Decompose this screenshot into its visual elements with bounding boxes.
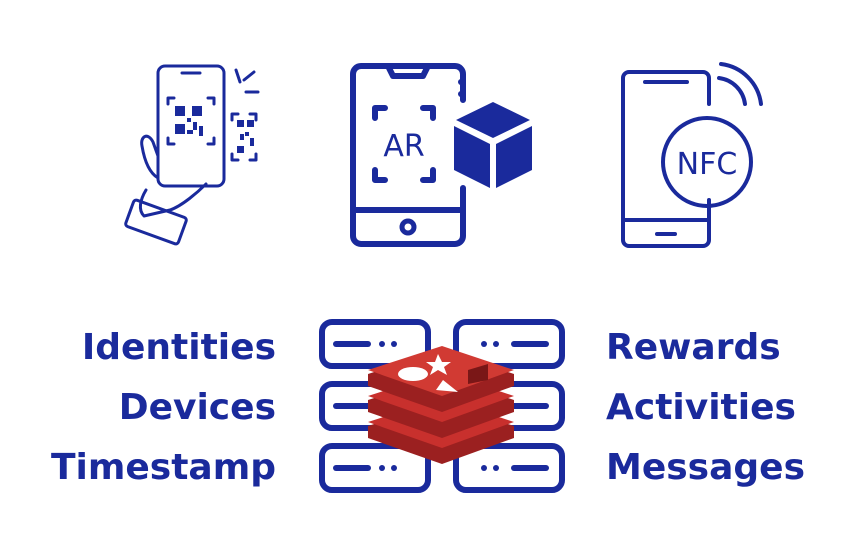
redis-logo-icon <box>368 346 514 464</box>
hand-scanning-qr-code-icon <box>124 64 260 246</box>
nfc-label: NFC <box>677 147 738 182</box>
right-labels: Rewards Activities Messages <box>606 330 851 510</box>
label-activities: Activities <box>606 387 796 428</box>
label-identities: Identities <box>81 327 276 368</box>
label-rewards: Rewards <box>606 327 781 368</box>
label-timestamp: Timestamp <box>50 447 276 488</box>
server-stack-redis-icon <box>319 319 565 493</box>
ar-label: AR <box>383 129 424 164</box>
label-devices: Devices <box>118 387 276 428</box>
phone-nfc-icon: NFC <box>621 62 763 248</box>
phone-ar-cube-icon: AR <box>350 63 532 247</box>
left-labels: Identities Devices Timestamp <box>0 330 276 510</box>
label-messages: Messages <box>606 447 806 488</box>
